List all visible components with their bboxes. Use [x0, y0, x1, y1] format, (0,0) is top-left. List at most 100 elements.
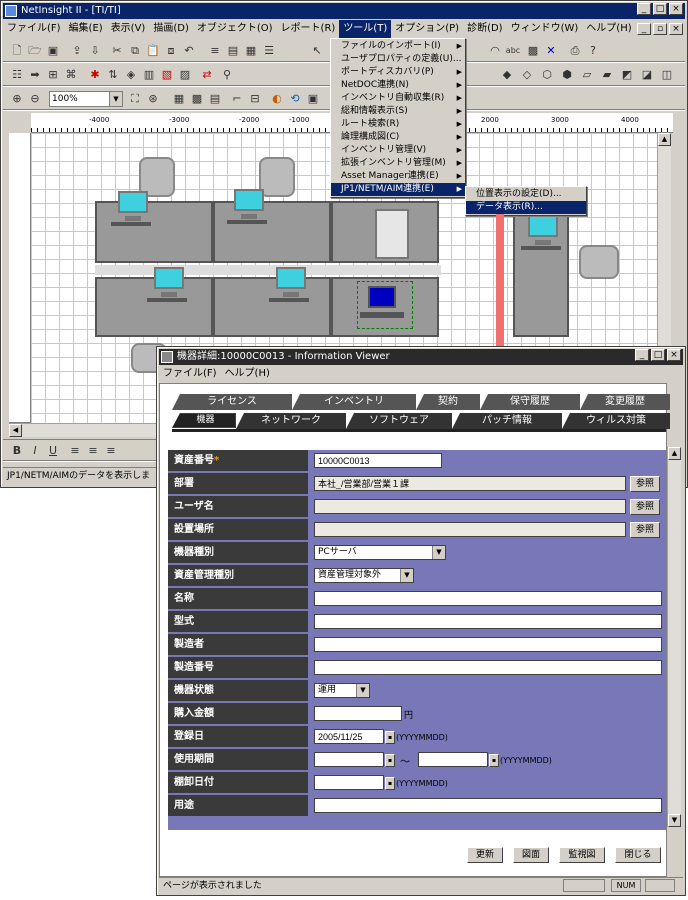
- scroll-left-icon[interactable]: ◀: [9, 424, 22, 437]
- tab-antivirus[interactable]: ウィルス対策: [562, 413, 670, 429]
- maximize-button[interactable]: □: [653, 3, 667, 15]
- viewer-maximize-button[interactable]: □: [651, 349, 665, 361]
- line-style-icon[interactable]: ≡: [210, 44, 220, 57]
- bold-icon[interactable]: B: [12, 444, 22, 457]
- grid-snap-icon[interactable]: ▩: [191, 92, 203, 105]
- chair[interactable]: [579, 245, 619, 279]
- hierarchy-icon[interactable]: ⊞: [48, 68, 58, 81]
- fit-icon[interactable]: ⛶: [131, 92, 139, 105]
- close-button[interactable]: ×: [669, 3, 683, 15]
- desk[interactable]: [331, 277, 439, 337]
- drawing-button[interactable]: 図面: [513, 847, 549, 863]
- cut-icon[interactable]: ✂: [112, 44, 122, 57]
- shape6-icon[interactable]: ▰: [602, 68, 612, 81]
- shape2-icon[interactable]: ◇: [522, 68, 532, 81]
- department-field[interactable]: [314, 476, 626, 491]
- user-browse-button[interactable]: 参照: [630, 499, 660, 515]
- name-field[interactable]: [314, 591, 662, 606]
- shape5-icon[interactable]: ▱: [582, 68, 592, 81]
- menu-item-route-search[interactable]: ルート検索(R)▶: [331, 118, 465, 131]
- paste-icon[interactable]: 📋: [146, 44, 160, 57]
- menu-tools[interactable]: ツール(T): [339, 20, 392, 38]
- menu-object[interactable]: オブジェクト(O): [196, 23, 273, 34]
- device-icon[interactable]: ⊟: [250, 92, 260, 105]
- pc-terminal-icon[interactable]: [269, 265, 309, 302]
- tab-contract[interactable]: 契約: [416, 394, 480, 410]
- arrow-right-icon[interactable]: ➡: [30, 68, 40, 81]
- menu-view[interactable]: 表示(V): [110, 23, 146, 34]
- sort-icon[interactable]: ⇅: [108, 68, 118, 81]
- save-icon[interactable]: ▣: [47, 44, 59, 57]
- location-field[interactable]: [314, 522, 626, 537]
- undo-icon[interactable]: ↶: [184, 44, 194, 57]
- ruler-icon[interactable]: ▤: [209, 92, 221, 105]
- pointer-icon[interactable]: ↖: [312, 44, 322, 57]
- status-select[interactable]: 運用 ▼: [314, 683, 370, 698]
- new-file-icon[interactable]: 🗋: [12, 44, 22, 57]
- zoom-out-icon[interactable]: ⊖: [30, 92, 40, 105]
- exchange-icon[interactable]: ⇄: [202, 68, 212, 81]
- scroll-down-icon[interactable]: ▼: [668, 814, 681, 827]
- mdi-close-button[interactable]: ×: [669, 23, 683, 35]
- mdi-minimize-button[interactable]: _: [637, 23, 651, 35]
- network-icon[interactable]: ⌘: [65, 68, 77, 81]
- menu-item-asset-manager[interactable]: Asset Manager連携(E)▶: [331, 170, 465, 183]
- underline-icon[interactable]: U: [48, 444, 58, 457]
- list-icon[interactable]: ☷: [12, 68, 22, 81]
- department-browse-button[interactable]: 参照: [630, 476, 660, 492]
- period-end-field[interactable]: [418, 752, 488, 767]
- viewer-menu-help[interactable]: ヘルプ(H): [224, 368, 270, 379]
- maker-field[interactable]: [314, 637, 662, 652]
- print-icon[interactable]: ⎙: [570, 44, 580, 57]
- menu-options[interactable]: オプション(P): [395, 23, 460, 34]
- menu-item-summary[interactable]: 総和情報表示(S)▶: [331, 105, 465, 118]
- grid-toggle-icon[interactable]: ▦: [173, 92, 185, 105]
- export-icon[interactable]: ⇩: [90, 44, 100, 57]
- tab-patch-info[interactable]: パッチ情報: [452, 413, 562, 429]
- menu-item-position-settings[interactable]: 位置表示の設定(D)...: [466, 188, 586, 201]
- viewer-title-bar[interactable]: 機器詳細:10000C0013 - Information Viewer: [159, 349, 683, 365]
- image-tool-icon[interactable]: ▩: [527, 44, 539, 57]
- update-button[interactable]: 更新: [467, 847, 503, 863]
- tab-device[interactable]: 機器: [172, 413, 236, 428]
- period-start-field[interactable]: [314, 752, 384, 767]
- menu-item-inventory-auto[interactable]: インベントリ自動収集(R)▶: [331, 92, 465, 105]
- close-viewer-button[interactable]: 閉じる: [615, 847, 661, 863]
- tab-software[interactable]: ソフトウェア: [346, 413, 452, 429]
- selected-pc-icon[interactable]: [357, 281, 413, 329]
- curve-icon[interactable]: ◠: [490, 44, 500, 57]
- disposal-date-picker-button[interactable]: ▪: [385, 777, 395, 790]
- props-icon[interactable]: ▧: [161, 68, 173, 81]
- text-tool-icon[interactable]: abc: [505, 46, 521, 55]
- align-icon[interactable]: ▤: [227, 44, 239, 57]
- menu-draw[interactable]: 描画(D): [153, 23, 189, 34]
- tab-license[interactable]: ライセンス: [172, 394, 292, 410]
- desk[interactable]: [213, 201, 331, 263]
- layer2-icon[interactable]: ▣: [307, 92, 319, 105]
- tab-network[interactable]: ネットワーク: [236, 413, 346, 429]
- table-view-icon[interactable]: ▥: [143, 68, 155, 81]
- device-type-select[interactable]: PCサーバ ▼: [314, 545, 446, 560]
- menu-diagnose[interactable]: 診断(D): [467, 23, 503, 34]
- open-folder-icon[interactable]: 🗁: [28, 44, 42, 57]
- menu-edit[interactable]: 編集(E): [68, 23, 103, 34]
- italic-icon[interactable]: I: [33, 444, 37, 457]
- pc-terminal-icon[interactable]: [227, 187, 267, 224]
- align-right-icon[interactable]: ≡: [106, 444, 116, 457]
- disposal-date-field[interactable]: [314, 775, 384, 790]
- price-field[interactable]: [314, 706, 402, 721]
- connect-icon[interactable]: ⌐: [232, 92, 242, 105]
- menu-help[interactable]: ヘルプ(H): [586, 23, 632, 34]
- paste-special-icon[interactable]: ⧈: [167, 44, 175, 57]
- menu-item-ext-inventory[interactable]: 拡張インベントリ管理(M)▶: [331, 157, 465, 170]
- pc-terminal-icon[interactable]: [521, 213, 561, 250]
- chair[interactable]: [259, 157, 295, 197]
- shape4-icon[interactable]: ⬢: [562, 68, 572, 81]
- asset-no-field[interactable]: [314, 453, 442, 468]
- viewer-scrollbar[interactable]: ▲ ▼: [667, 447, 681, 827]
- menu-item-logical-diagram[interactable]: 論理構成図(C)▶: [331, 131, 465, 144]
- shape-icon[interactable]: ◆: [502, 68, 512, 81]
- menu-item-jp1-aim[interactable]: JP1/NETM/AIM連携(E)▶: [331, 183, 465, 196]
- menu-item-data-display[interactable]: データ表示(R)...: [466, 201, 586, 214]
- shape8-icon[interactable]: ◪: [641, 68, 653, 81]
